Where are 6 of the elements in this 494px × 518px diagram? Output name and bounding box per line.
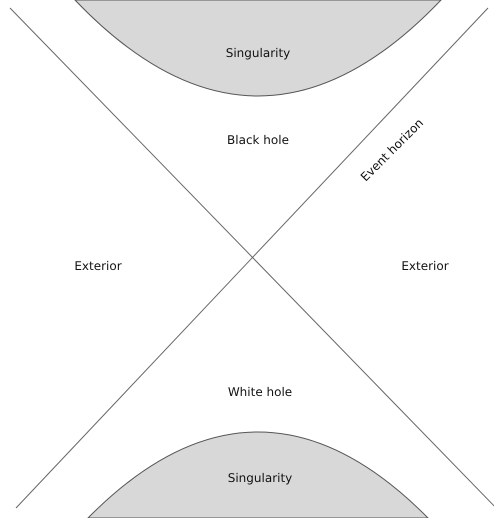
region-label: White hole	[228, 385, 292, 399]
region-label: Exterior	[74, 259, 122, 273]
region-label: Singularity	[226, 46, 290, 60]
region-label: Black hole	[227, 133, 289, 147]
region-label: Exterior	[401, 259, 449, 273]
region-label: Singularity	[228, 471, 292, 485]
